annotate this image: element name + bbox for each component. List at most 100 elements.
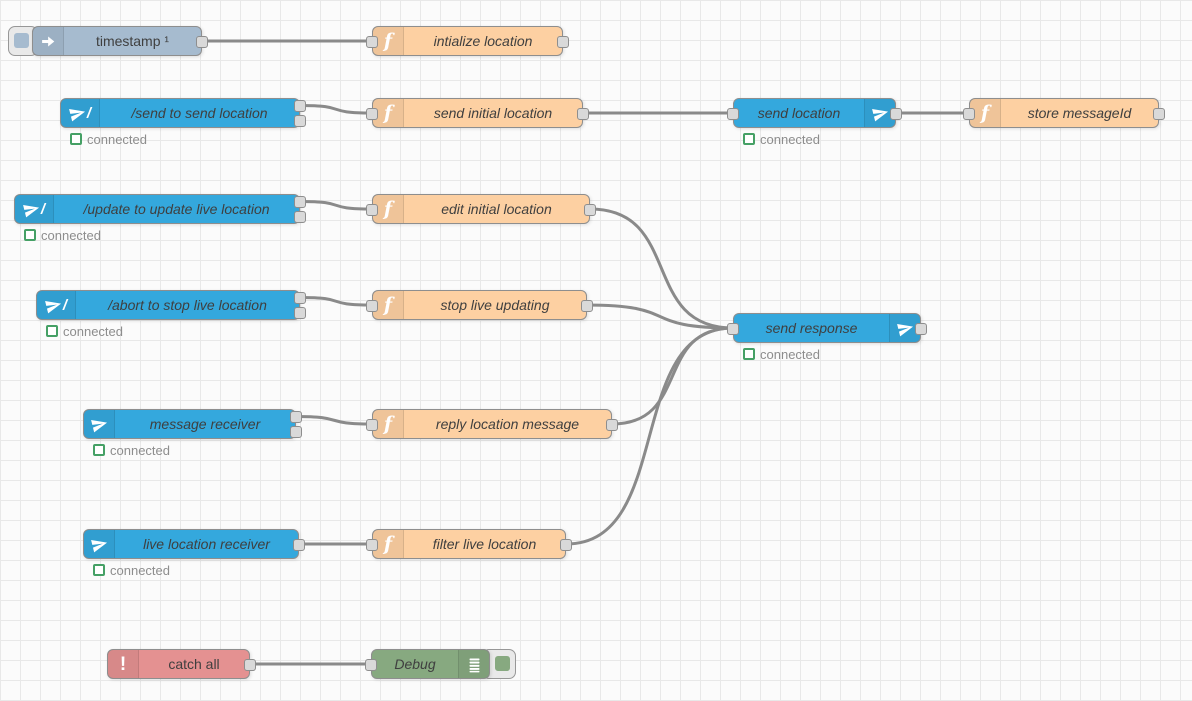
output-port-0[interactable] — [294, 292, 306, 304]
status-ring-icon — [93, 444, 105, 456]
telegram-plane-slash-icon: / — [37, 291, 76, 319]
status-ring-icon — [743, 348, 755, 360]
output-port-0[interactable] — [606, 419, 618, 431]
wire[interactable] — [585, 303, 735, 330]
inject-button-square — [14, 33, 29, 48]
input-port[interactable] — [366, 419, 378, 431]
status-ring-icon — [93, 564, 105, 576]
output-port-0[interactable] — [244, 659, 256, 671]
node-label: send location — [757, 105, 841, 121]
function-f-icon: f — [373, 195, 404, 223]
output-port-1[interactable] — [294, 115, 306, 127]
node-send-response[interactable]: send response — [727, 313, 927, 343]
output-port-0[interactable] — [584, 204, 596, 216]
node-label: timestamp ¹ — [95, 33, 170, 49]
node-debug[interactable]: Debug — [365, 649, 490, 679]
function-f-icon: f — [373, 99, 404, 127]
output-port-0[interactable] — [293, 539, 305, 551]
telegram-plane-icon — [84, 530, 115, 558]
output-port-1[interactable] — [294, 307, 306, 319]
input-port[interactable] — [366, 204, 378, 216]
output-port-1[interactable] — [294, 211, 306, 223]
node-status: connected — [70, 131, 147, 147]
debug-list-icon — [458, 650, 489, 678]
node-status: connected — [743, 132, 820, 147]
output-port-0[interactable] — [581, 300, 593, 312]
node-label: send initial location — [433, 105, 553, 121]
function-f-icon: f — [373, 27, 404, 55]
node-label: Debug — [394, 656, 436, 672]
status-ring-icon — [743, 133, 755, 145]
node-status: connected — [46, 323, 123, 339]
status-text: connected — [87, 131, 147, 147]
output-port-0[interactable] — [890, 108, 902, 120]
status-text: connected — [63, 323, 123, 339]
node-label: live location receiver — [143, 536, 270, 552]
input-port[interactable] — [366, 300, 378, 312]
node-send-location[interactable]: send location — [727, 98, 902, 128]
wire[interactable] — [298, 296, 374, 307]
status-ring-icon — [24, 229, 36, 241]
telegram-plane-slash-icon: / — [15, 195, 54, 223]
node-catch-all[interactable]: ! catch all — [107, 649, 256, 679]
node-label: stop live updating — [440, 297, 550, 313]
telegram-plane-icon — [889, 314, 920, 342]
input-port[interactable] — [963, 108, 975, 120]
wire[interactable] — [298, 200, 374, 211]
telegram-plane-icon — [84, 410, 115, 438]
input-port[interactable] — [365, 659, 377, 671]
node-send-command[interactable]: / /send to send location — [60, 98, 306, 128]
output-port-0[interactable] — [577, 108, 589, 120]
output-port-0[interactable] — [1153, 108, 1165, 120]
wire[interactable] — [588, 207, 735, 330]
inject-arrow-icon — [33, 27, 64, 55]
input-port[interactable] — [727, 323, 739, 335]
wire[interactable] — [564, 326, 735, 546]
node-label: /send to send location — [131, 105, 268, 121]
output-port-0[interactable] — [560, 539, 572, 551]
node-status: connected — [743, 346, 820, 362]
node-status: connected — [93, 562, 170, 578]
output-port-0[interactable] — [294, 196, 306, 208]
wire[interactable] — [610, 326, 735, 426]
node-label: catch all — [168, 656, 220, 672]
exclamation-icon: ! — [108, 650, 139, 678]
node-update-command[interactable]: //update to update live location — [14, 194, 306, 224]
node-timestamp[interactable]: timestamp ¹ — [32, 26, 208, 56]
output-port-0[interactable] — [290, 411, 302, 423]
node-label: store messageId — [1027, 105, 1132, 121]
output-port-0[interactable] — [915, 323, 927, 335]
output-port-0[interactable] — [196, 36, 208, 48]
node-message-receiver[interactable]: message receiver — [83, 409, 302, 439]
node-status: connected — [93, 443, 170, 458]
wire[interactable] — [298, 104, 374, 115]
status-text: connected — [760, 346, 820, 362]
node-intialize-location[interactable]: f intialize location — [366, 26, 569, 56]
node-store-messageid[interactable]: f store messageId — [963, 98, 1165, 128]
status-ring-icon — [70, 133, 82, 145]
function-f-icon: f — [970, 99, 1001, 127]
status-text: connected — [110, 562, 170, 578]
input-port[interactable] — [727, 108, 739, 120]
input-port[interactable] — [366, 539, 378, 551]
telegram-plane-slash-icon: / — [61, 99, 100, 127]
output-port-0[interactable] — [557, 36, 569, 48]
telegram-plane-icon — [864, 99, 895, 127]
input-port[interactable] — [366, 36, 378, 48]
output-port-0[interactable] — [294, 100, 306, 112]
input-port[interactable] — [366, 108, 378, 120]
node-status: connected — [24, 228, 101, 243]
node-label: intialize location — [433, 33, 533, 49]
node-live-location-receiver[interactable]: live location receiver — [83, 529, 305, 559]
node-abort-command[interactable]: //abort to stop live location — [36, 290, 306, 320]
node-label: filter live location — [432, 536, 537, 552]
node-send-initial-location[interactable]: f send initial location — [366, 98, 589, 128]
output-port-1[interactable] — [290, 426, 302, 438]
wire[interactable] — [294, 415, 374, 426]
